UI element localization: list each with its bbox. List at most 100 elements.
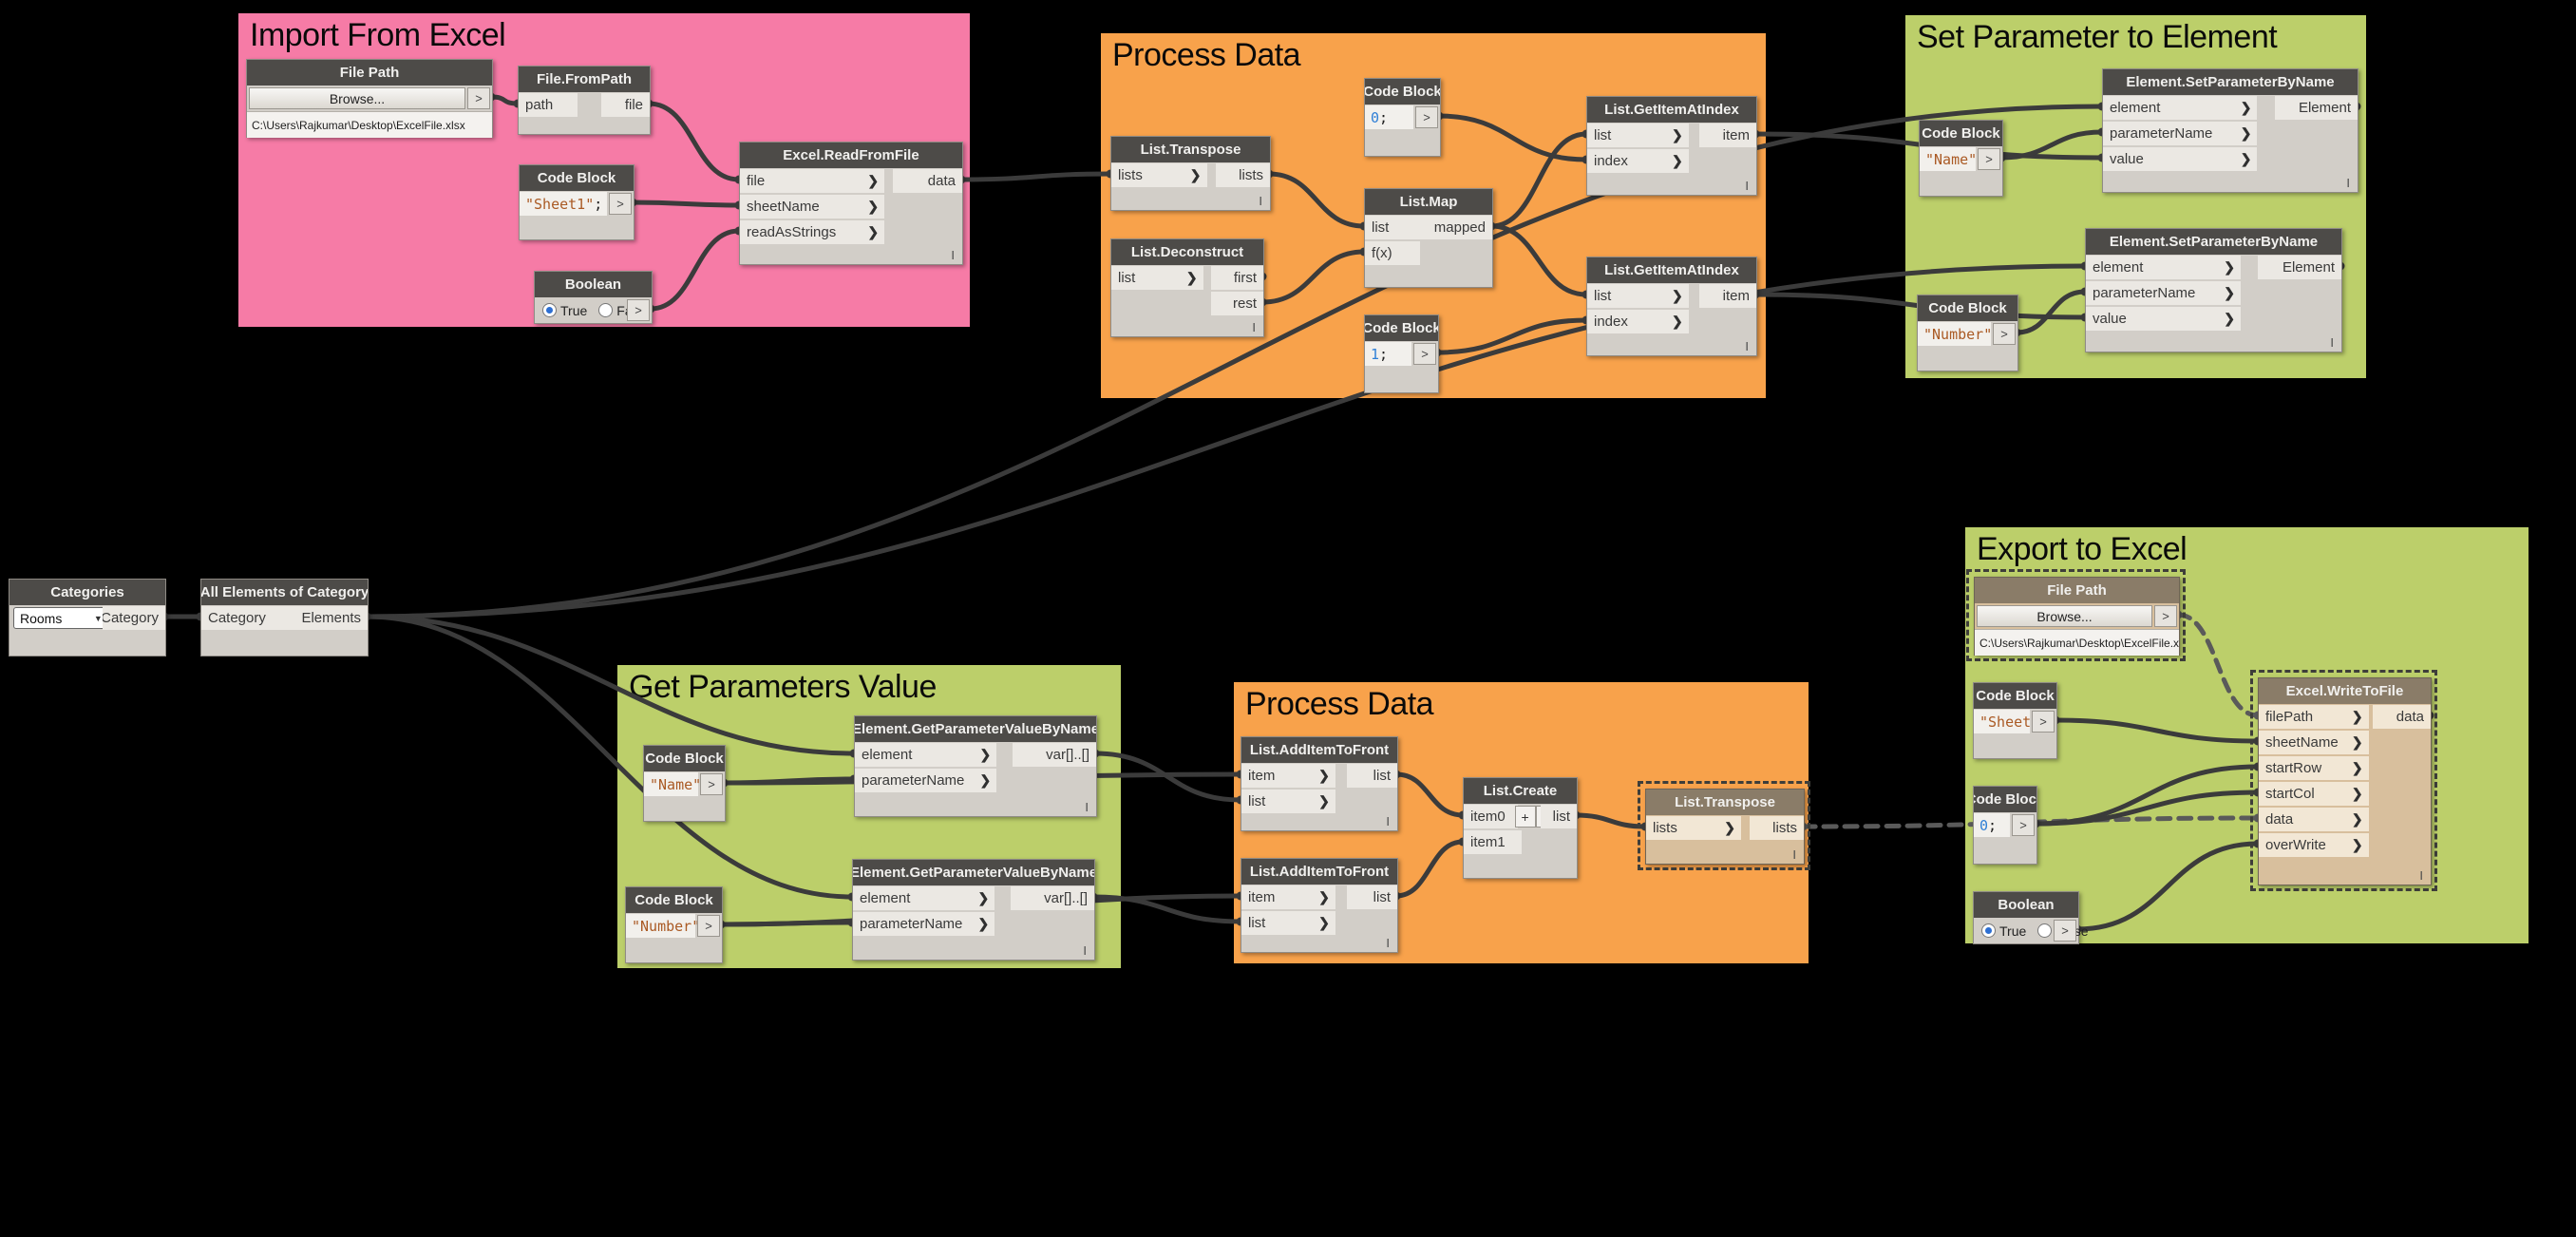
wire[interactable] <box>1488 131 1589 229</box>
node-title[interactable]: File Path <box>1975 578 2179 603</box>
lacing-indicator[interactable]: I <box>2346 176 2350 190</box>
node-title[interactable]: Excel.ReadFromFile <box>740 143 962 168</box>
node-title[interactable]: List.Create <box>1464 778 1577 804</box>
node-title[interactable]: Element.SetParameterByName <box>2086 229 2341 255</box>
wire[interactable] <box>1488 223 1589 297</box>
node-title[interactable]: Element.GetParameterValueByName <box>853 860 1094 885</box>
port-in-startRow[interactable]: startRow❯ <box>2259 756 2369 780</box>
node-title[interactable]: Code Block <box>1920 121 2002 146</box>
port-in-list[interactable]: list❯ <box>1587 124 1689 147</box>
output-port-button[interactable]: > <box>609 193 632 215</box>
output-port-button[interactable]: > <box>627 299 650 321</box>
port-in-readAsStrings[interactable]: readAsStrings❯ <box>740 220 885 244</box>
port-in-lists[interactable]: lists❯ <box>1646 816 1741 840</box>
wire[interactable] <box>364 104 2105 619</box>
radio-false[interactable] <box>2037 923 2053 938</box>
wire[interactable] <box>1090 894 1243 924</box>
node-title[interactable]: List.Map <box>1365 189 1492 215</box>
node-title[interactable]: Excel.WriteToFile <box>2259 678 2431 704</box>
wire[interactable] <box>1573 812 1648 829</box>
lacing-indicator[interactable]: I <box>1386 936 1390 950</box>
port-in-parameterName[interactable]: parameterName❯ <box>853 912 995 936</box>
port-in-element[interactable]: element❯ <box>853 886 995 910</box>
output-port-button[interactable]: > <box>1978 148 2000 170</box>
port-out-first[interactable]: first <box>1211 266 1263 290</box>
lacing-indicator[interactable]: I <box>1259 194 1262 208</box>
wire[interactable] <box>364 263 2088 619</box>
port-in-data[interactable]: data❯ <box>2259 808 2369 831</box>
port-in-item[interactable]: item❯ <box>1241 885 1335 909</box>
node-title[interactable]: List.AddItemToFront <box>1241 859 1397 885</box>
code-input[interactable]: 0; <box>1974 813 2010 837</box>
port-out-file[interactable]: file <box>600 93 650 117</box>
node-code-block-sheet1-import[interactable]: Code Block"Sheet1";> <box>519 164 635 240</box>
port-out-mapped[interactable]: mapped <box>1419 216 1492 239</box>
port-in-item1[interactable]: item1 <box>1464 830 1522 854</box>
code-input[interactable]: "Name"; <box>644 772 710 796</box>
port-out-list[interactable]: list <box>1347 885 1397 909</box>
browse-button[interactable]: Browse... <box>1977 605 2152 627</box>
radio-true-selected[interactable] <box>1981 923 1996 938</box>
node-code-block-number-set[interactable]: Code Block"Number";> <box>1917 295 2018 371</box>
port-in-value[interactable]: value❯ <box>2086 307 2242 331</box>
port-out-var[]..[][interactable]: var[]..[] <box>1012 743 1096 767</box>
wire[interactable] <box>364 614 855 900</box>
port-in-parameterName[interactable]: parameterName❯ <box>855 769 997 792</box>
node-title[interactable]: Code Block <box>520 165 634 191</box>
node-title[interactable]: List.GetItemAtIndex <box>1587 97 1756 123</box>
wire[interactable] <box>364 614 857 756</box>
port-in-index[interactable]: index❯ <box>1587 149 1689 173</box>
port-in-path[interactable]: path <box>519 93 578 117</box>
port-out-data[interactable]: data <box>2372 705 2431 729</box>
wire[interactable] <box>1260 249 1367 305</box>
node-title[interactable]: Code Block <box>1365 315 1438 341</box>
output-port-button[interactable]: > <box>2154 605 2177 627</box>
node-title[interactable]: Code Block <box>644 746 725 771</box>
port-in-item[interactable]: item❯ <box>1241 764 1335 788</box>
node-code-block-name-get[interactable]: Code Block"Name";> <box>643 745 726 822</box>
port-in-parameterName[interactable]: parameterName❯ <box>2086 281 2242 305</box>
lacing-indicator[interactable]: I <box>2330 335 2334 350</box>
wire[interactable] <box>648 228 742 312</box>
node-title[interactable]: Code Block <box>1974 787 2036 812</box>
output-port-button[interactable]: > <box>1413 343 1436 365</box>
lacing-indicator[interactable]: I <box>1386 814 1390 828</box>
port-in-sheetName[interactable]: sheetName❯ <box>2259 731 2369 754</box>
code-input[interactable]: 0; <box>1365 105 1413 129</box>
code-input[interactable]: "Sheet1"; <box>1974 710 2056 733</box>
node-code-block-sheet1-export[interactable]: Code Block"Sheet1";> <box>1973 682 2057 759</box>
port-out-var[]..[][interactable]: var[]..[] <box>1010 886 1094 910</box>
lacing-indicator[interactable]: I <box>1745 179 1749 193</box>
lacing-indicator[interactable]: I <box>1792 847 1796 862</box>
output-port-button[interactable]: > <box>2032 711 2055 733</box>
code-input[interactable]: 1; <box>1365 342 1411 366</box>
port-out-data[interactable]: data <box>893 169 962 193</box>
port-out-Elements[interactable]: Elements <box>288 606 368 630</box>
port-in-list[interactable]: list❯ <box>1111 266 1203 290</box>
port-in-list[interactable]: list❯ <box>1587 284 1689 308</box>
node-title[interactable]: List.Deconstruct <box>1111 239 1263 265</box>
port-in-Category[interactable]: Category <box>201 606 288 630</box>
wire[interactable] <box>1436 113 1589 162</box>
lacing-indicator[interactable]: I <box>1252 320 1256 334</box>
node-title[interactable]: List.Transpose <box>1646 790 1804 815</box>
port-in-element[interactable]: element❯ <box>855 743 997 767</box>
code-input[interactable]: "Name"; <box>1920 147 1985 171</box>
node-title[interactable]: List.Transpose <box>1111 137 1270 162</box>
port-out-rest[interactable]: rest <box>1211 292 1263 315</box>
port-out-lists[interactable]: lists <box>1750 816 1804 840</box>
node-title[interactable]: Code Block <box>626 887 722 913</box>
